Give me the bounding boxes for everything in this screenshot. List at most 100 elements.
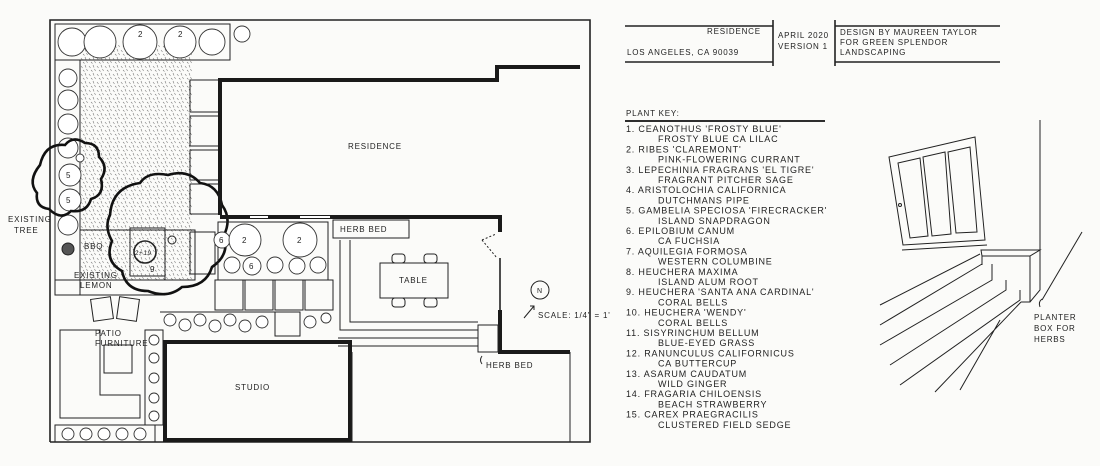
studio-building bbox=[163, 340, 352, 442]
existing-tree-label: TREE bbox=[14, 226, 39, 235]
plant-number: 5 bbox=[66, 196, 71, 205]
plant-key-botanical: 2. RIBES 'CLAREMONT' bbox=[626, 144, 741, 154]
perspective-sketch: PLANTER BOX FOR HERBS bbox=[879, 120, 1083, 393]
french-door bbox=[888, 136, 988, 251]
patio-label: FURNITURE bbox=[95, 339, 148, 348]
planter-label: PLANTER bbox=[1034, 313, 1077, 322]
table-label: TABLE bbox=[399, 276, 428, 285]
project-name: RESIDENCE bbox=[707, 27, 761, 36]
leader-line bbox=[480, 355, 483, 365]
plant-key-botanical: 11. SISYRINCHUM BELLUM bbox=[626, 328, 759, 338]
deck-edge bbox=[339, 240, 478, 331]
patio-table bbox=[103, 344, 133, 374]
plant-key-title: PLANT KEY: bbox=[626, 109, 680, 118]
plant-key-common: CORAL BELLS bbox=[658, 297, 728, 307]
plant-key-botanical: 3. LEPECHINIA FRAGRANS 'EL TIGRE' bbox=[626, 165, 814, 175]
designer-line: DESIGN BY MAUREEN TAYLOR bbox=[840, 28, 978, 37]
plant-key: PLANT KEY: 1. CEANOTHUS 'FROSTY BLUE'FRO… bbox=[625, 109, 826, 430]
existing-lemon-label: LEMON bbox=[80, 281, 112, 290]
plant-key-common: WESTERN COLUMBINE bbox=[658, 257, 773, 267]
patio-label: PATIO bbox=[95, 329, 122, 338]
ground-line bbox=[1041, 231, 1083, 301]
north-arrow bbox=[530, 280, 550, 300]
shrub-bed: 6 2 2 6 bbox=[213, 221, 329, 281]
dining-table: TABLE bbox=[379, 253, 449, 308]
plant-number: 2 bbox=[297, 236, 302, 245]
bbq-label: BBQ bbox=[84, 242, 103, 251]
studio-label: STUDIO bbox=[235, 383, 270, 392]
top-planting-row: 2 2 bbox=[54, 23, 251, 61]
project-address: LOS ANGELES, CA 90039 bbox=[627, 48, 739, 57]
plant-key-common: FROSTY BLUE CA LILAC bbox=[658, 134, 778, 144]
plant-key-botanical: 6. EPILOBIUM CANUM bbox=[626, 226, 735, 236]
plant-key-botanical: 10. HEUCHERA 'WENDY' bbox=[626, 308, 746, 318]
plant-key-botanical: 4. ARISTOLOCHIA CALIFORNICA bbox=[626, 185, 786, 195]
plant-key-botanical: 13. ASARUM CAUDATUM bbox=[626, 369, 747, 379]
plant-key-botanical: 7. AQUILEGIA FORMOSA bbox=[626, 246, 748, 256]
dining-wall bbox=[420, 215, 502, 232]
paver-planting-row bbox=[160, 279, 334, 337]
north-label: N bbox=[537, 288, 543, 295]
plant-key-common: CLUSTERED FIELD SEDGE bbox=[658, 420, 791, 430]
door-swing bbox=[481, 233, 498, 259]
plant-key-botanical: 12. RANUNCULUS CALIFORNICUS bbox=[626, 348, 795, 358]
leader-line bbox=[1038, 298, 1043, 308]
plant-key-botanical: 1. CEANOTHUS 'FROSTY BLUE' bbox=[626, 124, 782, 134]
left-planting-strip: 5 5 bbox=[54, 59, 85, 296]
planter-box bbox=[129, 227, 166, 277]
plant-number: 2 bbox=[178, 30, 183, 39]
designer-line: FOR GREEN SPLENDOR bbox=[840, 38, 948, 47]
plant-key-common: FRAGRANT PITCHER SAGE bbox=[658, 175, 794, 185]
planter-label: 2+19 bbox=[135, 251, 152, 257]
existing-lemon-canopy bbox=[106, 171, 229, 296]
plant-key-common: BEACH STRAWBERRY bbox=[658, 399, 767, 409]
gravel-area bbox=[80, 45, 192, 280]
herb-bed-bottom bbox=[477, 324, 499, 353]
bbq-grill bbox=[61, 242, 75, 256]
spiral-plant bbox=[167, 235, 177, 245]
herb-bed-label: HERB BED bbox=[340, 225, 387, 234]
plant-number: 9 bbox=[150, 265, 155, 274]
project-version: VERSION 1 bbox=[778, 42, 828, 51]
scale-label: SCALE: 1/4" = 1' bbox=[538, 311, 611, 320]
plant-key-common: CORAL BELLS bbox=[658, 318, 728, 328]
plant-key-common: BLUE-EYED GRASS bbox=[658, 338, 755, 348]
plant-key-common: CA FUCHSIA bbox=[658, 236, 720, 246]
plant-key-common: CA BUTTERCUP bbox=[658, 359, 737, 369]
project-date: APRIL 2020 bbox=[778, 31, 829, 40]
property-line bbox=[49, 19, 591, 443]
patio-chair bbox=[90, 296, 114, 322]
north-arrow-pointer bbox=[523, 305, 535, 319]
plant-key-common: PINK-FLOWERING CURRANT bbox=[658, 155, 801, 165]
plant-number: 2 bbox=[242, 236, 247, 245]
plant-key-botanical: 15. CAREX PRAEGRACILIS bbox=[626, 410, 759, 420]
plant-key-common: ISLAND SNAPDRAGON bbox=[658, 216, 771, 226]
plant-key-botanical: 8. HEUCHERA MAXIMA bbox=[626, 267, 738, 277]
plant-key-common: WILD GINGER bbox=[658, 379, 727, 389]
plant-key-common: ISLAND ALUM ROOT bbox=[658, 277, 759, 287]
planter-pot bbox=[133, 240, 157, 264]
planter-label: BOX FOR bbox=[1034, 324, 1076, 333]
designer-line: LANDSCAPING bbox=[840, 48, 906, 57]
plant-key-botanical: 9. HEUCHERA 'SANTA ANA CARDINAL' bbox=[626, 287, 814, 297]
steps bbox=[338, 337, 478, 347]
plant-number: 2 bbox=[138, 30, 143, 39]
existing-lemon-label: EXISTING bbox=[74, 271, 118, 280]
driveway-edge bbox=[351, 352, 571, 442]
existing-tree-label: EXISTING bbox=[8, 215, 52, 224]
planter-box bbox=[980, 249, 1042, 303]
residence-wall bbox=[218, 65, 580, 215]
site-plan: 2 2 5 5 EXISTING TREE bbox=[8, 19, 611, 443]
dining-wall bbox=[498, 310, 570, 354]
herb-bed-label: HERB BED bbox=[486, 361, 533, 370]
residence-label: RESIDENCE bbox=[348, 142, 402, 151]
planter-label: HERBS bbox=[1034, 335, 1066, 344]
title-block: RESIDENCE LOS ANGELES, CA 90039 APRIL 20… bbox=[625, 20, 1000, 66]
plant-number: 6 bbox=[219, 236, 224, 245]
patio-sofa bbox=[59, 329, 141, 419]
existing-tree-canopy bbox=[31, 138, 106, 217]
plant-key-common: DUTCHMANS PIPE bbox=[658, 195, 750, 205]
herb-bed-top bbox=[332, 219, 410, 239]
plant-key-botanical: 14. FRAGARIA CHILOENSIS bbox=[626, 389, 762, 399]
